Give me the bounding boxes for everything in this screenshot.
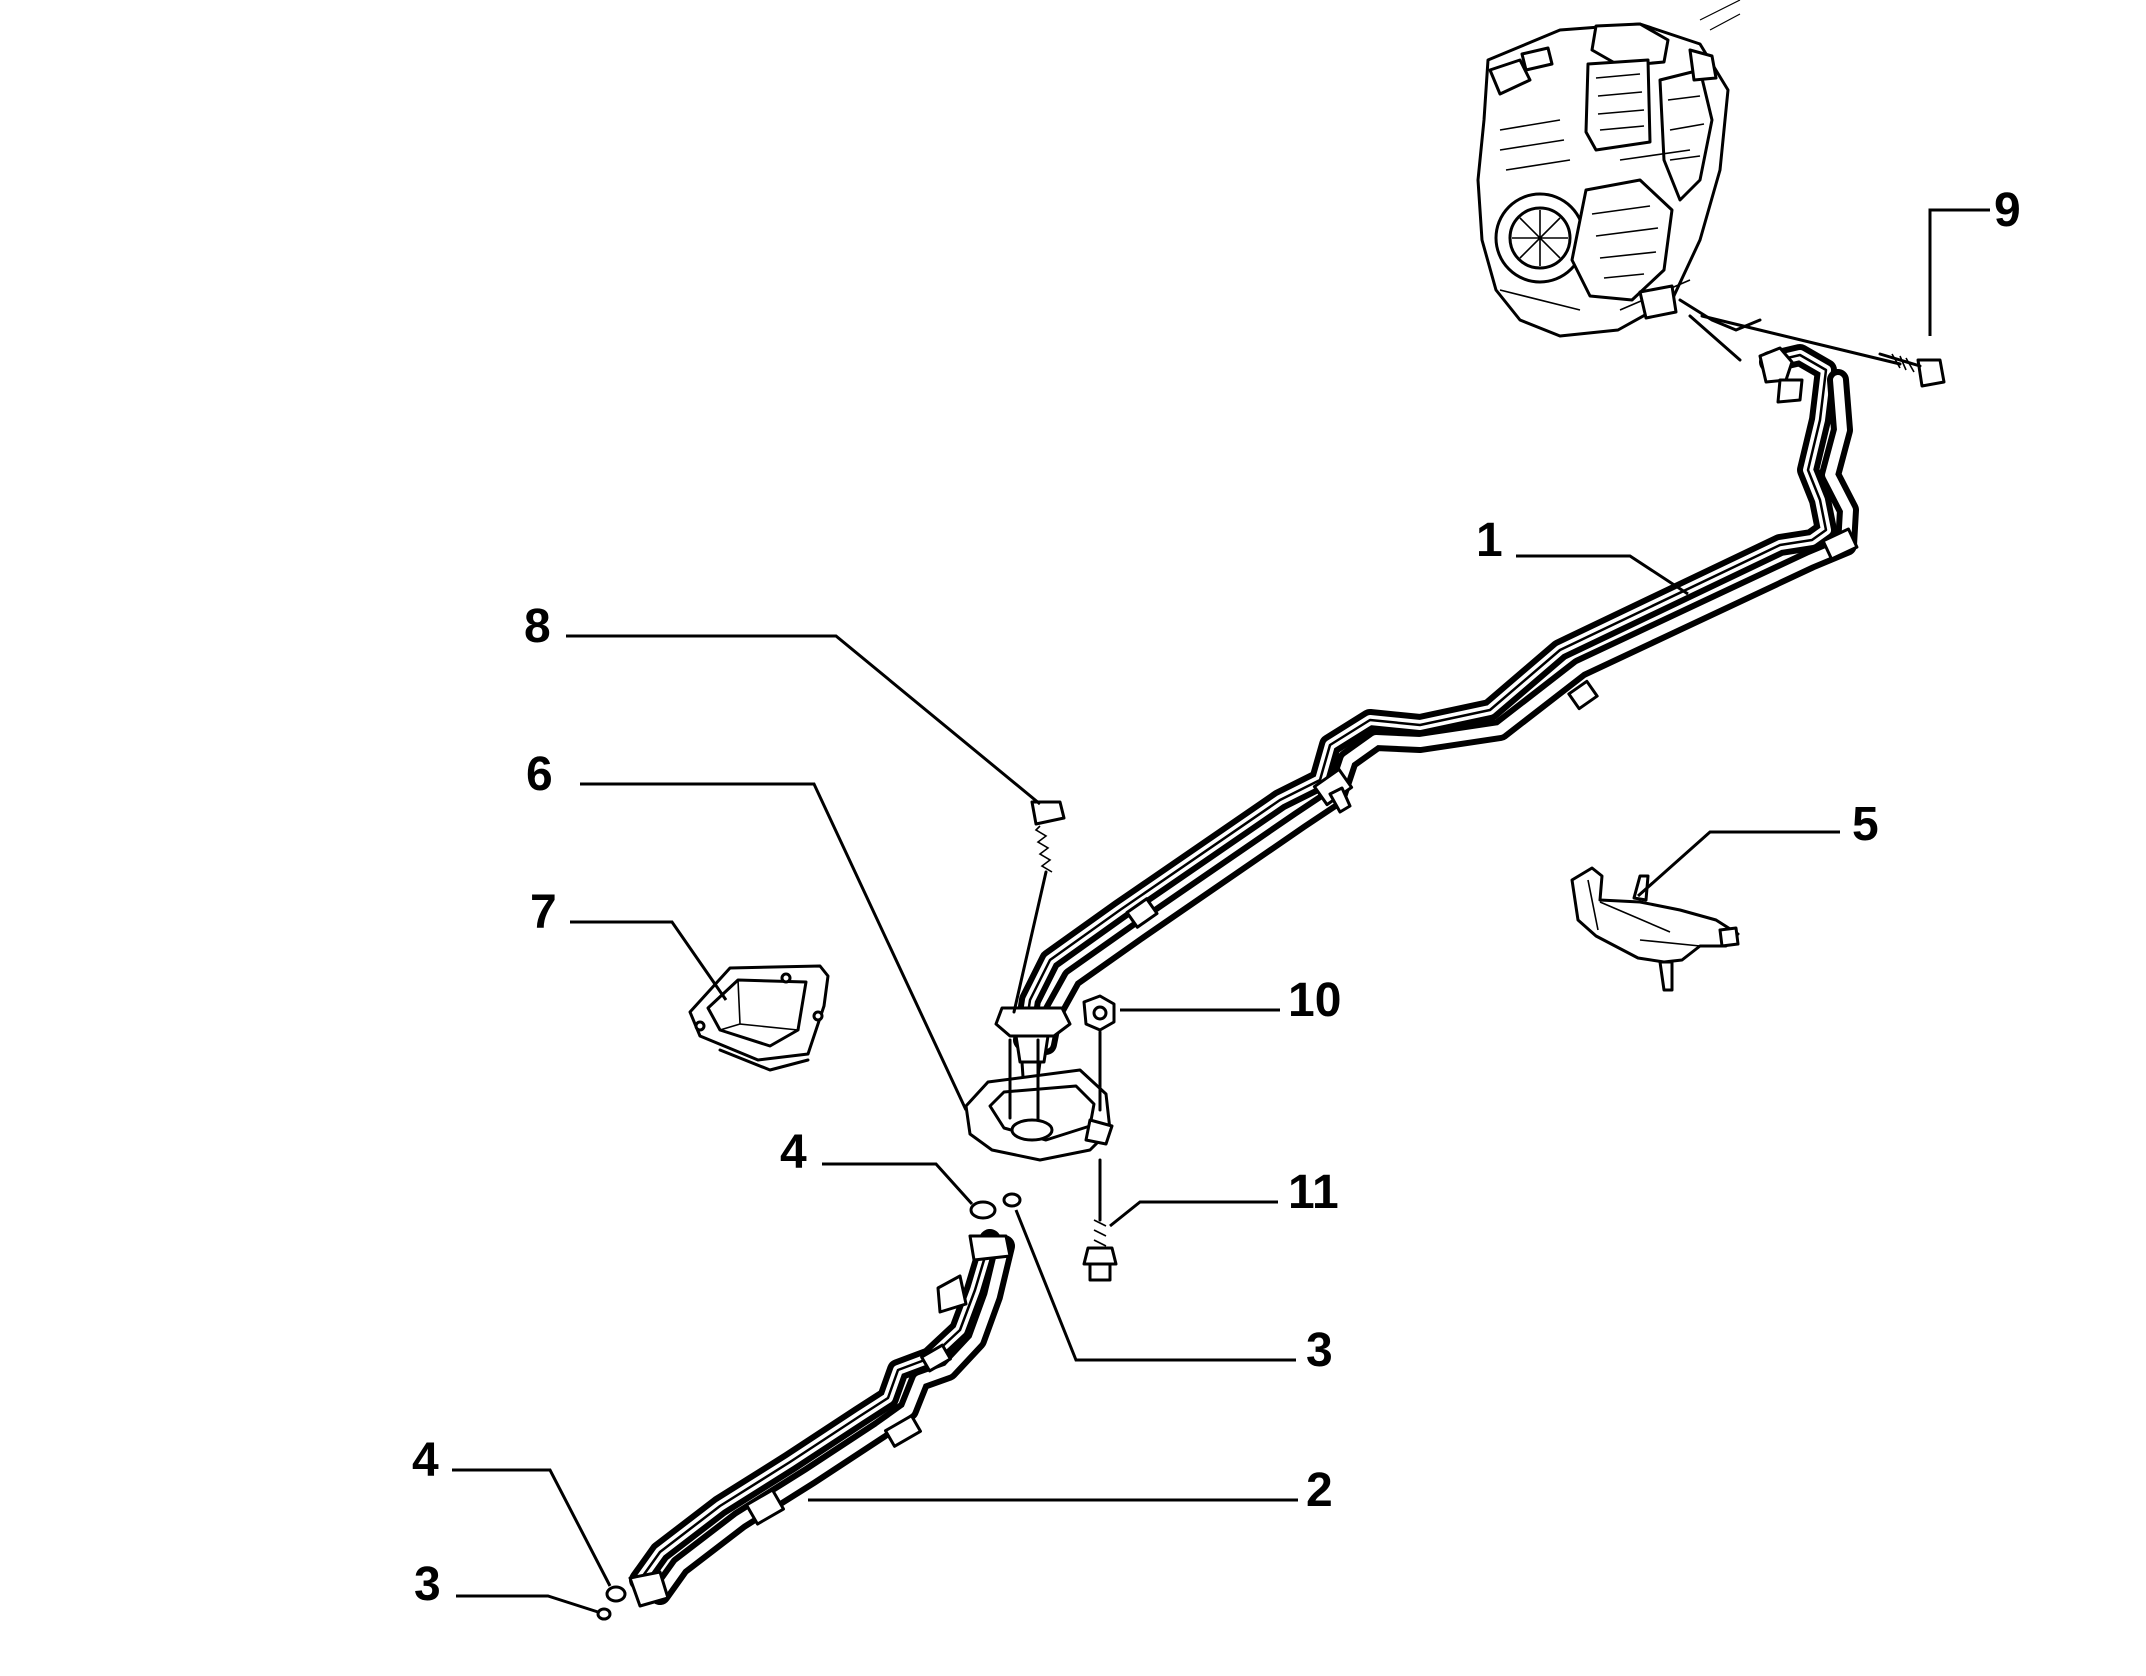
pipe-1	[994, 344, 1859, 1094]
o-ring-4-upper	[969, 1200, 997, 1220]
callout-9: 9	[1994, 184, 2021, 237]
leader-7	[570, 920, 728, 1001]
screw-9	[1700, 314, 1946, 388]
screw-8	[1012, 800, 1066, 1014]
callout-3-upper: 3	[1306, 1324, 1333, 1377]
callout-2: 2	[1306, 1464, 1333, 1517]
leader-6	[580, 782, 968, 1111]
leader-3b	[456, 1594, 599, 1614]
o-ring-3-lower	[596, 1607, 612, 1621]
leader-lines	[452, 208, 1990, 1614]
bracket-5	[1570, 866, 1740, 992]
leader-3a	[1014, 1209, 1296, 1362]
leader-9	[1928, 208, 1990, 336]
seal-plate-6	[964, 1038, 1114, 1162]
callout-5: 5	[1852, 798, 1879, 851]
pipe-2	[628, 1229, 1015, 1608]
callout-7: 7	[530, 886, 557, 939]
nut-10	[1082, 994, 1116, 1112]
leader-8	[566, 634, 1041, 806]
callout-4-upper: 4	[780, 1126, 807, 1179]
leader-1	[1516, 554, 1689, 596]
callout-1: 1	[1476, 514, 1503, 567]
bolt-11	[1082, 1158, 1118, 1282]
callout-3-lower: 3	[414, 1558, 441, 1611]
leader-11	[1109, 1200, 1278, 1228]
callout-4-lower: 4	[412, 1434, 439, 1487]
gasket-7	[688, 964, 830, 1072]
callout-8: 8	[524, 600, 551, 653]
o-ring-3-upper	[1002, 1192, 1022, 1208]
leader-4b	[452, 1468, 612, 1587]
leader-4a	[822, 1162, 974, 1206]
callout-10: 10	[1288, 974, 1341, 1027]
callouts: 1 2 3 3 4 4 5 6 7 8 9 10 11	[412, 184, 2021, 1611]
leader-5	[1637, 830, 1840, 898]
o-ring-4-lower	[605, 1585, 627, 1603]
callout-11: 11	[1288, 1166, 1339, 1219]
callout-6: 6	[526, 748, 553, 801]
hvac-unit	[1476, 0, 1762, 362]
